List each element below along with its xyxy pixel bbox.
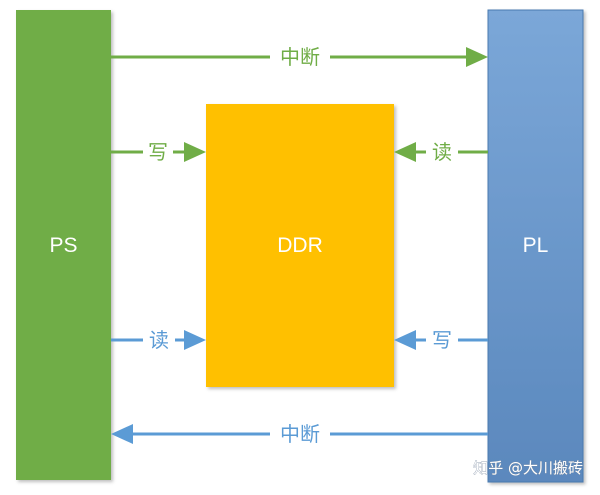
pl-block: PL [487,9,584,483]
ps-write-label: 写 [148,140,168,164]
ddr-block: DDR [206,104,394,387]
arrow-ps-read: 读 [111,327,206,353]
pl-label: PL [523,234,549,257]
ddr-label: DDR [277,234,323,257]
top-interrupt-label: 中断 [280,45,320,69]
bottom-interrupt-label: 中断 [280,422,320,446]
ps-label: PS [49,234,77,257]
pl-write-label: 写 [432,328,452,352]
arrow-pl-write: 写 [394,327,488,353]
pl-read-label: 读 [432,140,452,164]
ps-block: PS [16,10,111,480]
ps-read-label: 读 [149,328,169,352]
arrow-pl-read: 读 [394,139,488,165]
arrow-bottom-interrupt: 中断 [111,421,488,447]
watermark: 知乎 @大川搬砖 [473,459,583,477]
arrow-ps-write: 写 [111,139,206,165]
arrow-top-interrupt: 中断 [111,44,488,70]
